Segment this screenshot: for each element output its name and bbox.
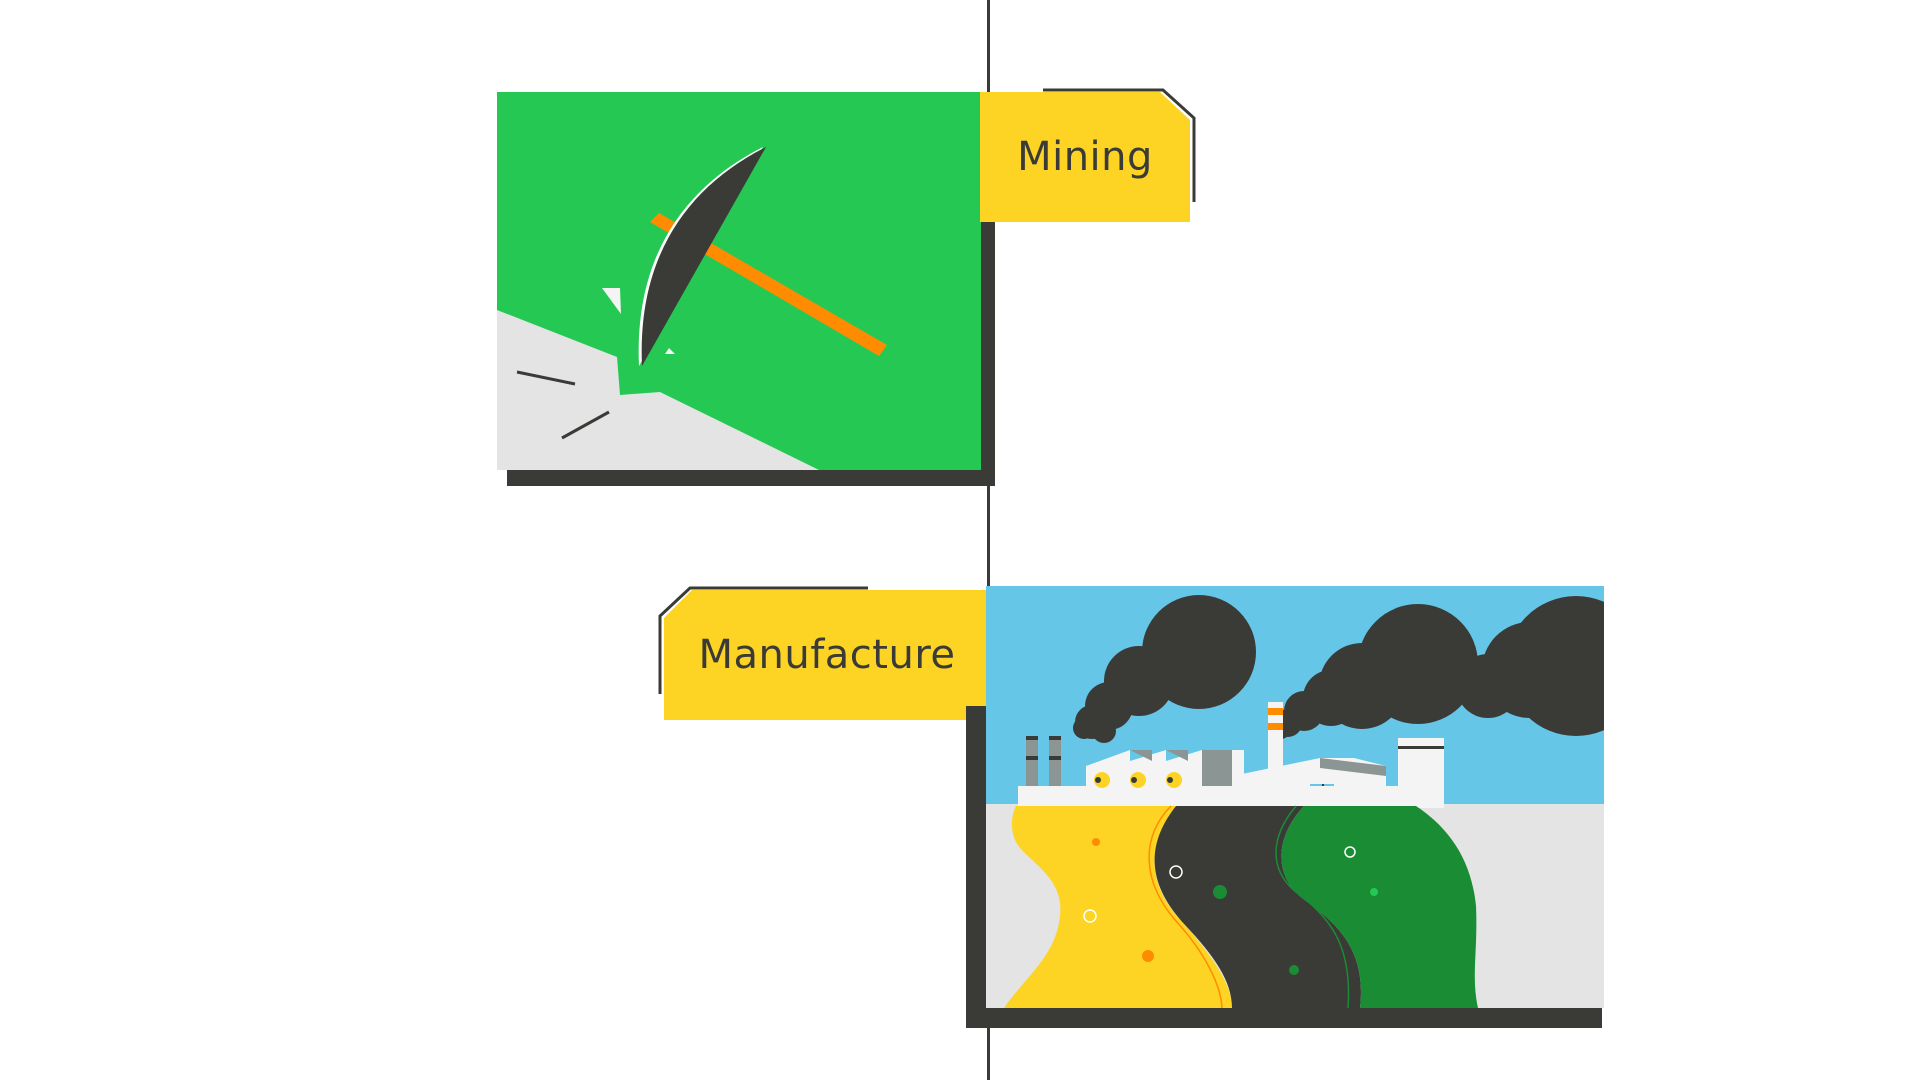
manufacture-label-tag: Manufacture [658,586,990,722]
mining-label-tag: Mining [980,88,1200,224]
pickaxe-icon [638,147,887,366]
manufacture-illustration [966,586,1604,1028]
pickaxe-head [641,147,766,366]
yellow-stripe [1004,806,1232,1008]
rock-shard [602,288,621,314]
smoke [1073,595,1604,743]
green-stripe [1281,806,1478,1008]
manufacture-label: Manufacture [698,632,956,678]
pickaxe-handle [650,213,887,356]
dark-stripe [1154,806,1361,1008]
mining-label: Mining [1017,134,1153,180]
manufacture-panel [966,586,1606,1028]
factory-icon [1018,702,1444,808]
mining-panel [497,92,995,486]
impact-line [561,410,610,440]
rock-shard [665,348,675,354]
timeline-line [987,0,990,1080]
impact-line [516,370,576,386]
mining-illustration [497,92,995,486]
